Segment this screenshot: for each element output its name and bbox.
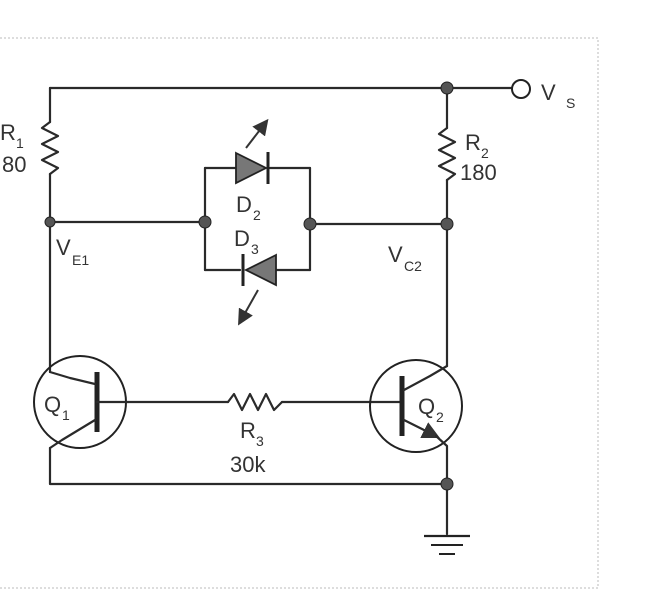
resistor-r3	[226, 392, 284, 412]
r3-value-label: 30k	[230, 452, 266, 477]
r3-sub-label: 3	[256, 433, 264, 449]
ground-icon	[424, 534, 470, 555]
resistor-r2	[437, 126, 457, 182]
junction-node-vc2	[440, 217, 454, 231]
r1-value-label: 80	[2, 152, 26, 177]
vs-label: V	[541, 80, 556, 105]
junction-node-ve1	[44, 216, 56, 228]
q2-label: Q	[418, 394, 435, 419]
transistor-q1	[33, 355, 130, 450]
diode-d2	[235, 118, 270, 185]
d2-label: D	[236, 192, 252, 217]
vs-terminal	[511, 79, 531, 99]
resistor-r1	[40, 120, 60, 176]
vc2-label: V	[388, 242, 403, 267]
vs-sub-label: S	[566, 95, 575, 111]
r2-sub-label: 2	[481, 145, 489, 161]
page-border	[0, 37, 599, 589]
r2-label: R	[465, 130, 481, 155]
r1-sub-label: 1	[16, 135, 24, 151]
q1-sub-label: 1	[62, 407, 70, 423]
q1-label: Q	[44, 392, 61, 417]
junction-node-top-right	[440, 81, 454, 95]
r2-value-label: 180	[460, 160, 497, 185]
transistor-q2	[369, 359, 463, 486]
junction-node-diode-left	[198, 215, 212, 229]
q2-sub-label: 2	[436, 409, 444, 425]
bottom-rail-wire	[48, 446, 449, 486]
ve1-label: V	[56, 235, 71, 260]
d3-sub-label: 3	[251, 241, 259, 257]
diode-d3	[238, 253, 277, 326]
ve1-sub-label: E1	[72, 252, 89, 268]
junction-node-bottom-right	[440, 477, 454, 491]
d3-label: D	[234, 226, 250, 251]
r3-label: R	[240, 418, 256, 443]
vc2-sub-label: C2	[404, 258, 422, 274]
r1-label: R	[0, 120, 16, 145]
d2-sub-label: 2	[253, 207, 261, 223]
junction-node-diode-right	[303, 217, 317, 231]
